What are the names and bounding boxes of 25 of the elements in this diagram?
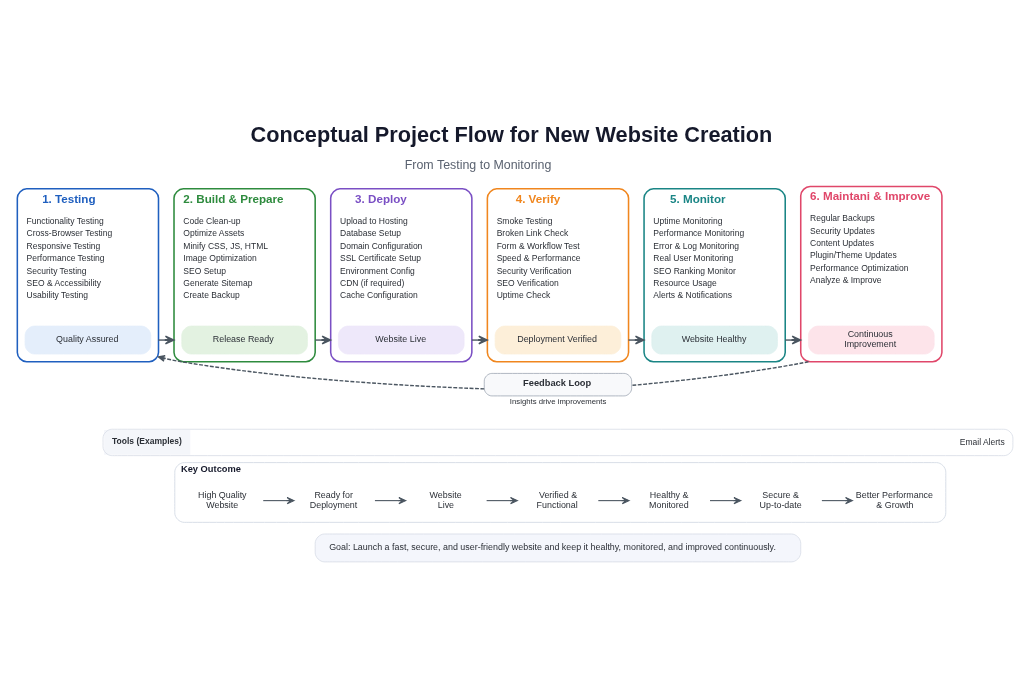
- node-box: Quality Assured: [24, 325, 152, 354]
- node-box: Website Live: [338, 325, 465, 354]
- node-box: Deployment Verified: [494, 325, 622, 354]
- node-label: Insights drive improvements: [509, 396, 607, 406]
- connector: [631, 360, 810, 386]
- arrow: [597, 496, 630, 504]
- node-text: Ready for Deployment: [309, 489, 358, 510]
- arrow: [262, 496, 295, 504]
- arrow: [374, 496, 407, 504]
- node-box: Goal: Launch a fast, secure, and user-friendly website and keep it healthy, monitored, and improved continuously.: [314, 533, 802, 562]
- node-text: Better Performance & Growth: [855, 489, 934, 510]
- node-box: Website Healthy: [651, 325, 778, 354]
- node-text: Verified & Functional: [536, 489, 578, 510]
- node-text: High Quality Website: [198, 489, 247, 510]
- diagram-title: Conceptual Project Flow for New Website Creation: [250, 121, 773, 147]
- node-box: Release Ready: [181, 325, 308, 354]
- arrow: [486, 496, 519, 504]
- node-text: Website Live: [429, 489, 462, 510]
- node-box: Continuous Improvement: [808, 325, 935, 354]
- label: From Testing to Monitoring: [404, 157, 552, 172]
- arrow: [709, 496, 742, 504]
- arrow: [157, 354, 485, 390]
- node-text: Secure & Up-to-date: [759, 489, 802, 510]
- node-text: Healthy & Monitored: [649, 489, 689, 510]
- arrow: [821, 496, 854, 504]
